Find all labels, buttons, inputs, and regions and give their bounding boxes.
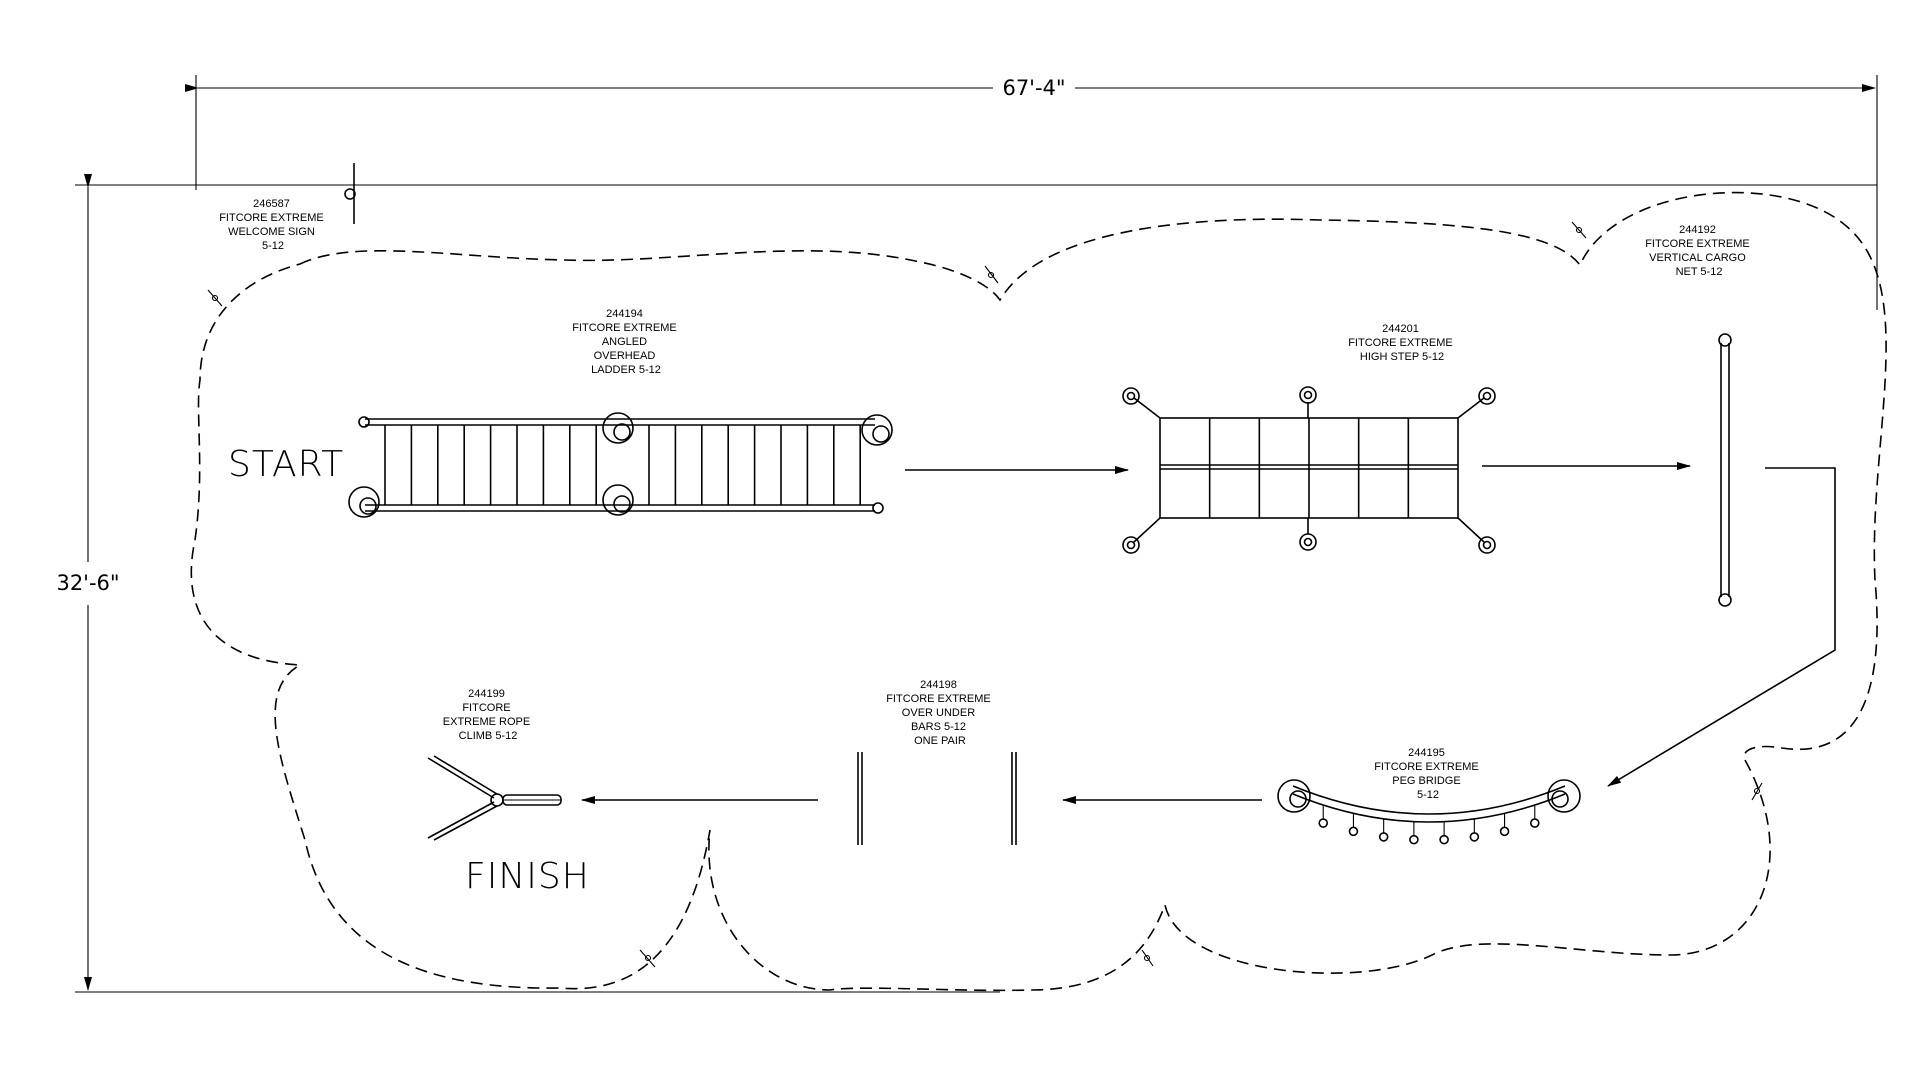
bridge-peg [1348, 813, 1359, 837]
finish-label: FINISH [465, 856, 590, 897]
peg-bridge-callout: 244195 FITCORE EXTREME PEG BRIDGE 5-12 [1374, 747, 1482, 801]
overhead-ladder[interactable] [348, 412, 893, 518]
rope-climb-callout: 244199 FITCORE EXTREME ROPE CLIMB 5-12 [443, 688, 533, 742]
over-under-bars-callout: 244198 FITCORE EXTREME OVER UNDER BARS 5… [886, 679, 994, 747]
bridge-peg [1529, 805, 1540, 828]
width-dimension-label: 67'-4" [1002, 76, 1065, 100]
high-step-anchors [1122, 386, 1496, 554]
flow-arrow-3 [1607, 467, 1836, 787]
bridge-peg [1499, 813, 1510, 837]
high-step[interactable] [1122, 386, 1496, 554]
height-dimension: 32'-6" [56, 174, 1877, 993]
bridge-peg [1439, 821, 1449, 845]
width-dimension: 67'-4" [185, 75, 1878, 310]
stake-marks [207, 221, 1763, 968]
over-under-bars[interactable] [857, 752, 1017, 845]
flow-arrows [581, 462, 1836, 804]
bridge-peg [1318, 805, 1329, 828]
height-dimension-label: 32'-6" [56, 571, 119, 595]
welcome-sign[interactable] [344, 163, 356, 224]
cargo-net[interactable] [1718, 333, 1732, 607]
step-grid [1208, 418, 1410, 518]
bridge-peg [1469, 818, 1480, 842]
welcome-sign-callout: 246587 FITCORE EXTREME WELCOME SIGN 5-12 [219, 198, 327, 252]
ladder-rungs [384, 425, 862, 505]
cargo-net-callout: 244192 FITCORE EXTREME VERTICAL CARGO NE… [1645, 224, 1753, 278]
use-zone-boundary [190, 191, 1887, 992]
peg-bridge[interactable] [1277, 779, 1581, 845]
high-step-callout: 244201 FITCORE EXTREME HIGH STEP 5-12 [1348, 323, 1456, 363]
bridge-peg [1378, 818, 1389, 842]
bridge-peg [1409, 821, 1419, 845]
bridge-pegs [1318, 805, 1540, 845]
rope-climb[interactable] [427, 755, 562, 841]
overhead-ladder-callout: 244194 FITCORE EXTREME ANGLED OVERHEAD L… [572, 308, 680, 376]
start-label: START [228, 444, 344, 485]
